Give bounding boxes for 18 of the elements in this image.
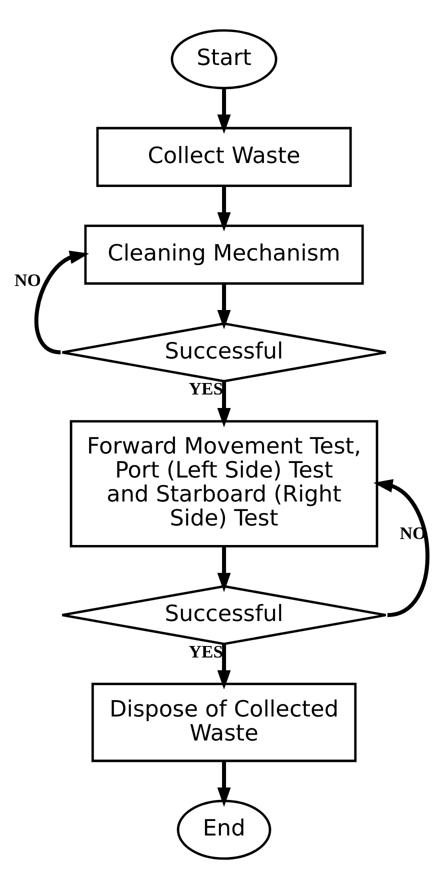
node-ellipse: Start xyxy=(170,28,278,89)
node-box: Collect Waste xyxy=(96,126,352,186)
arrow xyxy=(217,546,231,592)
node-box: Cleaning Mechanism xyxy=(84,224,364,284)
arrow xyxy=(217,88,231,134)
arrow xyxy=(217,760,231,806)
node-box: Dispose of Collected Waste xyxy=(91,682,357,762)
arrow xyxy=(217,283,231,329)
arrow xyxy=(34,250,90,354)
arrow xyxy=(373,478,430,617)
node-box: Forward Movement Test, Port (Left Side) Test and Starboard (Right Side) Test xyxy=(70,420,378,547)
arrow xyxy=(217,381,231,427)
node-ellipse: End xyxy=(176,799,272,860)
arrow xyxy=(217,185,231,232)
node-diamond: Successful xyxy=(61,322,388,382)
edge-label: NO xyxy=(14,269,41,290)
arrow xyxy=(217,644,231,690)
node-diamond: Successful xyxy=(61,584,388,645)
